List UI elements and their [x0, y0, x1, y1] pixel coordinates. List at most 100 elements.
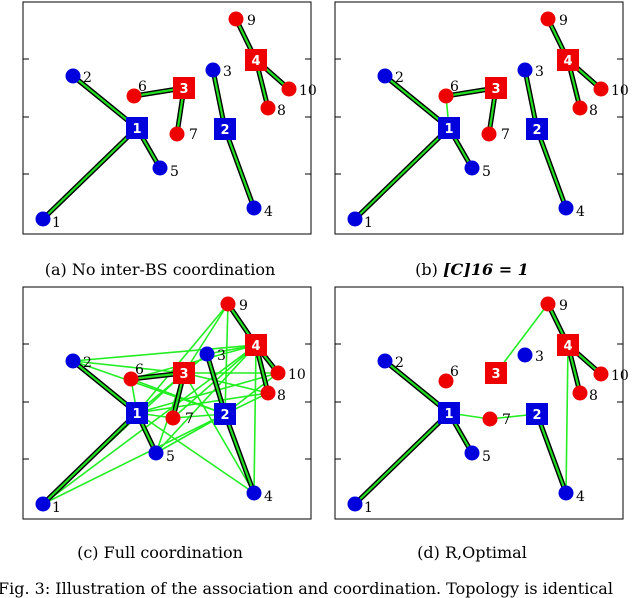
bs-4-marker: [245, 334, 267, 356]
ue-8-marker: [572, 385, 588, 401]
ue-8-marker: [572, 100, 588, 116]
ue-1-marker: [35, 496, 51, 512]
ue-5-marker: [464, 160, 480, 176]
ue-3-label: 3: [535, 64, 544, 80]
ue-4-marker: [558, 485, 574, 501]
bs-2-label: 2: [220, 408, 229, 423]
bs-3-label: 3: [491, 82, 500, 97]
coord-link-bs2-ue5: [155, 413, 226, 454]
caption-panel-b: (b) [C]16 = 1: [415, 260, 529, 279]
ue-5-marker: [464, 445, 480, 461]
ue-5-label: 5: [166, 449, 175, 465]
bs-3-marker: [173, 77, 195, 99]
coord-link-bs3-ue9: [495, 303, 549, 374]
ue-4-label: 4: [576, 489, 585, 505]
assoc-link-bs2-ue4: [223, 128, 256, 209]
ue-7-marker: [165, 410, 181, 426]
ue-10-label: 10: [288, 367, 306, 383]
ue-6-label: 6: [450, 364, 459, 380]
bs-1-label: 1: [132, 122, 141, 137]
ue-6-marker: [126, 88, 142, 104]
ue-8-label: 8: [589, 103, 598, 119]
ue-9-label: 9: [247, 13, 256, 29]
ue-3-label: 3: [217, 348, 226, 364]
assoc-link-bs2-ue4: [223, 413, 256, 494]
ue-9-marker: [228, 11, 244, 27]
ue-10-label: 10: [299, 83, 317, 99]
ue-6-marker: [438, 88, 454, 104]
ue-2-label: 2: [395, 355, 404, 371]
assoc-link-bs2-ue4: [535, 128, 568, 209]
panel-frame: [334, 1, 624, 235]
ue-7-label: 7: [189, 127, 198, 143]
ue-3-label: 3: [223, 64, 232, 80]
bs-4-label: 4: [563, 339, 572, 354]
bs-1-marker: [438, 402, 460, 424]
coord-link-bs2-ue9: [224, 303, 229, 415]
bs-1-label: 1: [444, 122, 453, 137]
coord-link-bs2-ue1: [42, 413, 226, 505]
ue-4-label: 4: [264, 204, 273, 220]
ue-10-marker: [281, 81, 297, 97]
ue-5-marker: [152, 160, 168, 176]
bs-4-label: 4: [251, 54, 260, 69]
bs-2-marker: [526, 403, 548, 425]
bs-1-marker: [126, 117, 148, 139]
ue-10-label: 10: [611, 83, 629, 99]
ue-1-label: 1: [364, 215, 373, 231]
coord-link-bs1-ue9: [136, 303, 229, 414]
ue-7-label: 7: [501, 127, 510, 143]
bs-4-label: 4: [563, 54, 572, 69]
ue-8-marker: [260, 385, 276, 401]
coord-link-bs4-ue4: [253, 344, 257, 494]
ue-7-marker: [481, 126, 497, 142]
coord-link-bs3-ue8: [183, 372, 269, 394]
ue-2-label: 2: [395, 70, 404, 86]
coord-link-bs4-ue5: [155, 344, 257, 454]
ue-9-label: 9: [239, 298, 248, 314]
ue-9-marker: [220, 296, 236, 312]
ue-6-label: 6: [135, 362, 144, 378]
coord-link-bs3-ue4: [183, 372, 255, 494]
ue-5-marker: [148, 445, 164, 461]
ue-8-marker: [260, 100, 276, 116]
ue-10-label: 10: [611, 368, 629, 384]
ue-6-marker: [123, 371, 139, 387]
ue-6-label: 6: [450, 79, 459, 95]
ue-7-label: 7: [502, 412, 511, 428]
bs-2-marker: [526, 118, 548, 140]
figure-caption: Fig. 3: Illustration of the association …: [0, 579, 613, 598]
ue-1-marker: [35, 211, 51, 227]
ue-1-label: 1: [52, 215, 61, 231]
coord-link-bs4-ue1: [42, 344, 257, 505]
ue-5-label: 5: [482, 449, 491, 465]
ue-8-label: 8: [277, 103, 286, 119]
bs-3-marker: [173, 362, 195, 384]
ue-6-label: 6: [138, 79, 147, 95]
ue-8-label: 8: [589, 388, 598, 404]
ue-7-marker: [482, 411, 498, 427]
caption-panel-a: (a) No inter-BS coordination: [45, 260, 276, 279]
ue-1-marker: [347, 211, 363, 227]
ue-10-marker: [593, 366, 609, 382]
ue-5-label: 5: [482, 164, 491, 180]
ue-3-marker: [199, 346, 215, 362]
bs-4-label: 4: [251, 339, 260, 354]
assoc-link-bs1-ue1: [354, 412, 450, 505]
coord-link-bs3-ue2: [72, 360, 185, 374]
ue-1-label: 1: [52, 500, 61, 516]
bs-2-label: 2: [532, 408, 541, 423]
ue-5-label: 5: [170, 164, 179, 180]
ue-6-marker: [438, 373, 454, 389]
ue-2-marker: [65, 353, 81, 369]
ue-9-marker: [540, 296, 556, 312]
panel-frame: [22, 286, 312, 520]
ue-4-marker: [246, 485, 262, 501]
bs-3-label: 3: [179, 82, 188, 97]
bs-2-marker: [214, 118, 236, 140]
ue-10-marker: [593, 81, 609, 97]
